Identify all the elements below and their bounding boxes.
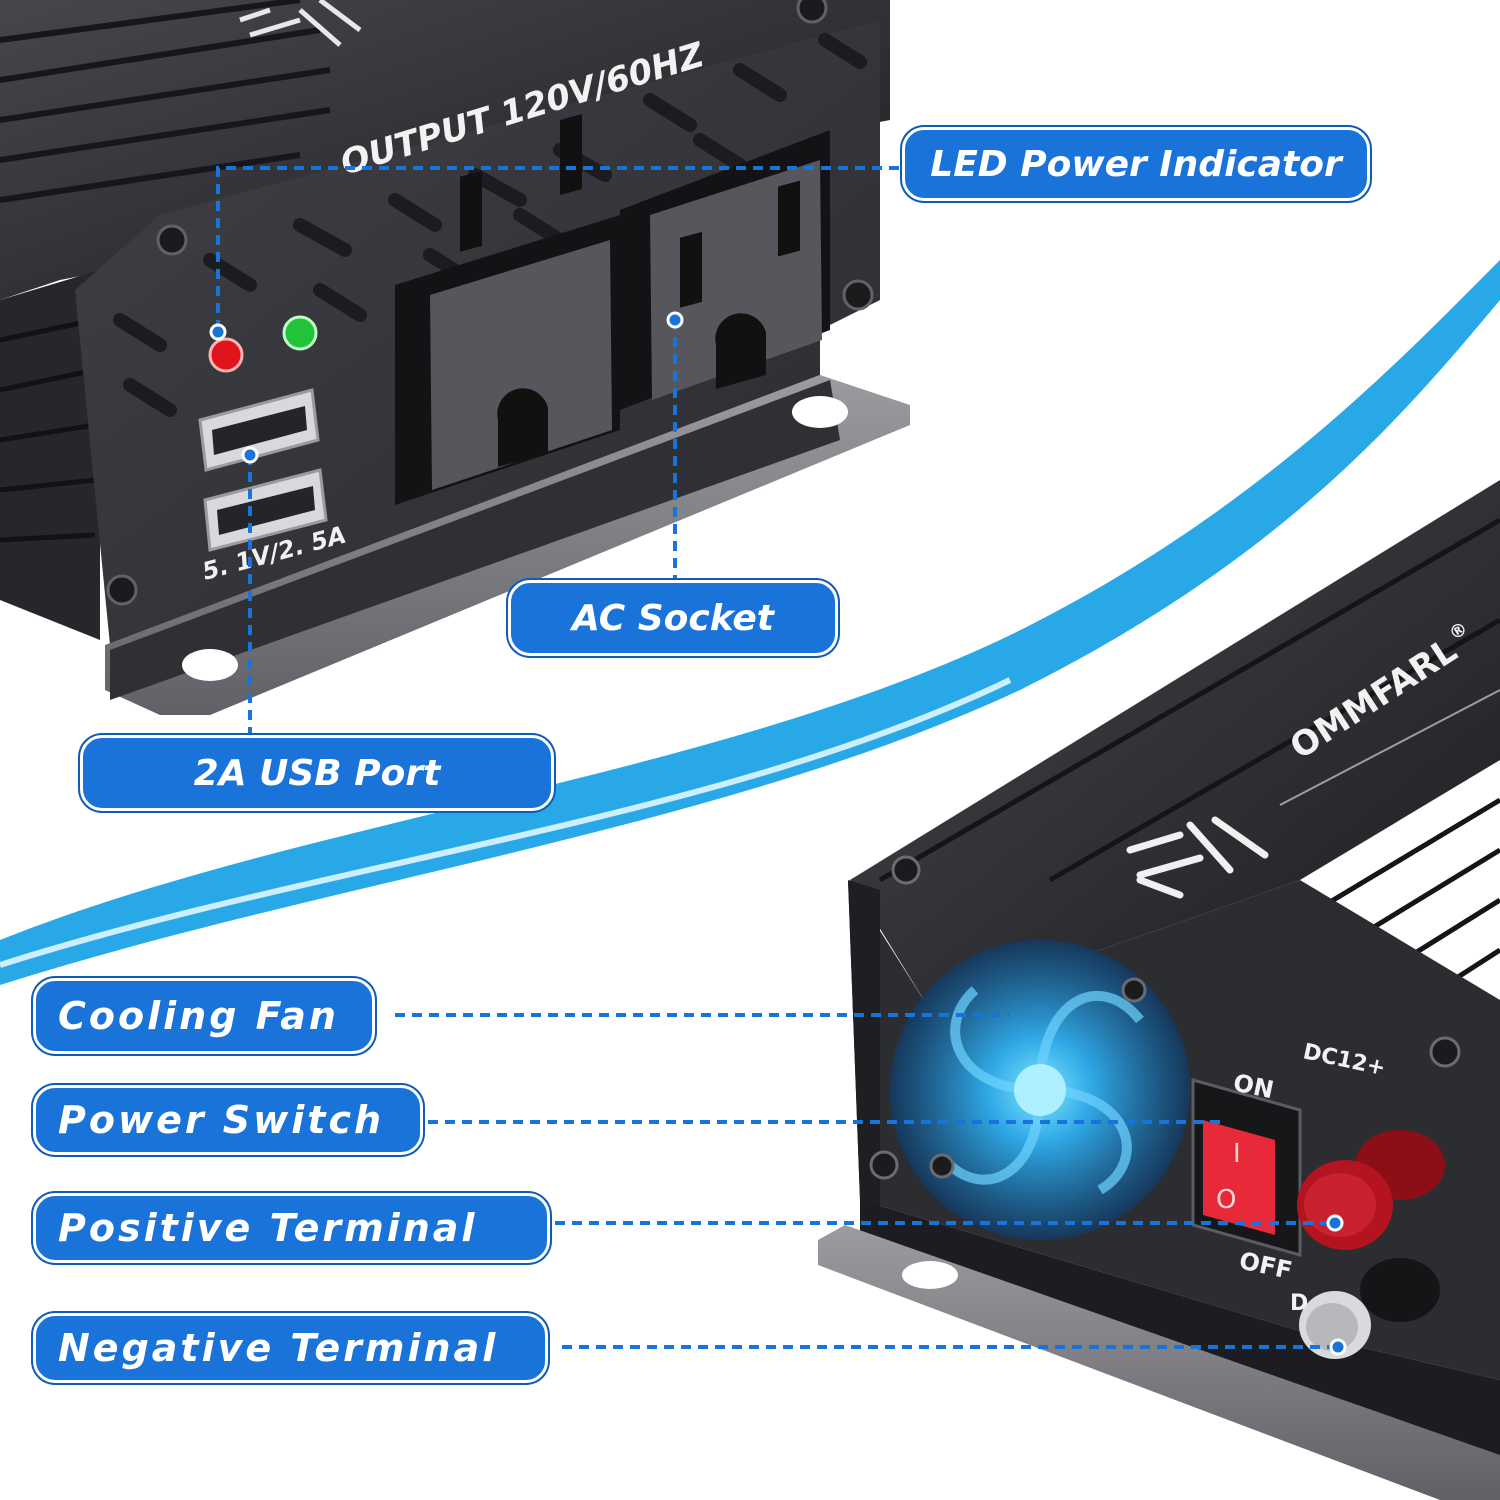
green-led-indicator [282,315,318,351]
dc-negative-label: D [1290,1291,1308,1316]
ac-socket-callout: AC Socket [508,580,838,656]
cooling-fan-callout: Cooling Fan [33,978,375,1054]
inverter-bottom-view: OMMFARL® [818,480,1500,1500]
switch-off-glyph: O [1216,1185,1236,1215]
usb-port-icon [198,388,328,552]
mounting-flange-bottom [818,1225,1500,1500]
brand-logo-top [239,0,362,47]
inverter-top-view: OUTPUT 120V/60HZ 5. 1V/2. 5A [0,0,910,715]
screw-icon [869,855,1461,1180]
negative-terminal-knob [1299,1258,1440,1359]
leader-lines [216,166,1335,1349]
positive-terminal-callout: Positive Terminal [33,1193,550,1263]
screw-icon [106,0,874,606]
red-led-indicator [208,337,244,373]
rocker-switch: I O [1191,1078,1302,1257]
leader-endpoints [209,311,1347,1356]
negative-terminal-callout: Negative Terminal [33,1313,548,1383]
brand-logo-bottom [1126,816,1269,899]
led-power-indicator-callout: LED Power Indicator [902,127,1370,201]
power-switch-callout: Power Switch [33,1085,423,1155]
usb-port-callout: 2A USB Port [80,735,554,811]
ac-socket-icon [395,114,830,505]
swoosh-band [0,260,1500,985]
switch-on-glyph: I [1233,1139,1241,1169]
